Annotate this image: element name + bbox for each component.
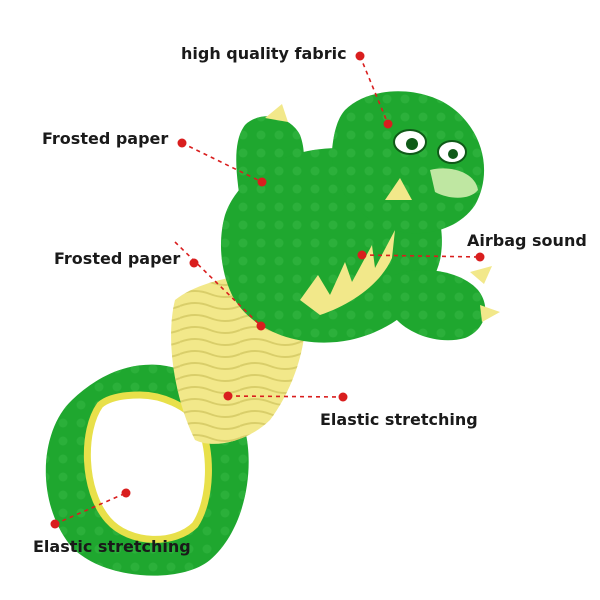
label-elastic-stretching-right: Elastic stretching — [320, 410, 478, 429]
label-frosted-paper-top: Frosted paper — [42, 129, 169, 148]
label-high-quality-fabric: high quality fabric — [181, 44, 347, 63]
label-frosted-paper-middle: Frosted paper — [54, 249, 181, 268]
label-elastic-stretching-bottom: Elastic stretching — [33, 537, 191, 556]
label-airbag-sound: Airbag sound — [467, 231, 587, 250]
dinosaur-head — [331, 91, 485, 234]
callout-lines — [54, 55, 481, 525]
right-leg — [387, 266, 500, 341]
callout-dots — [50, 51, 485, 529]
